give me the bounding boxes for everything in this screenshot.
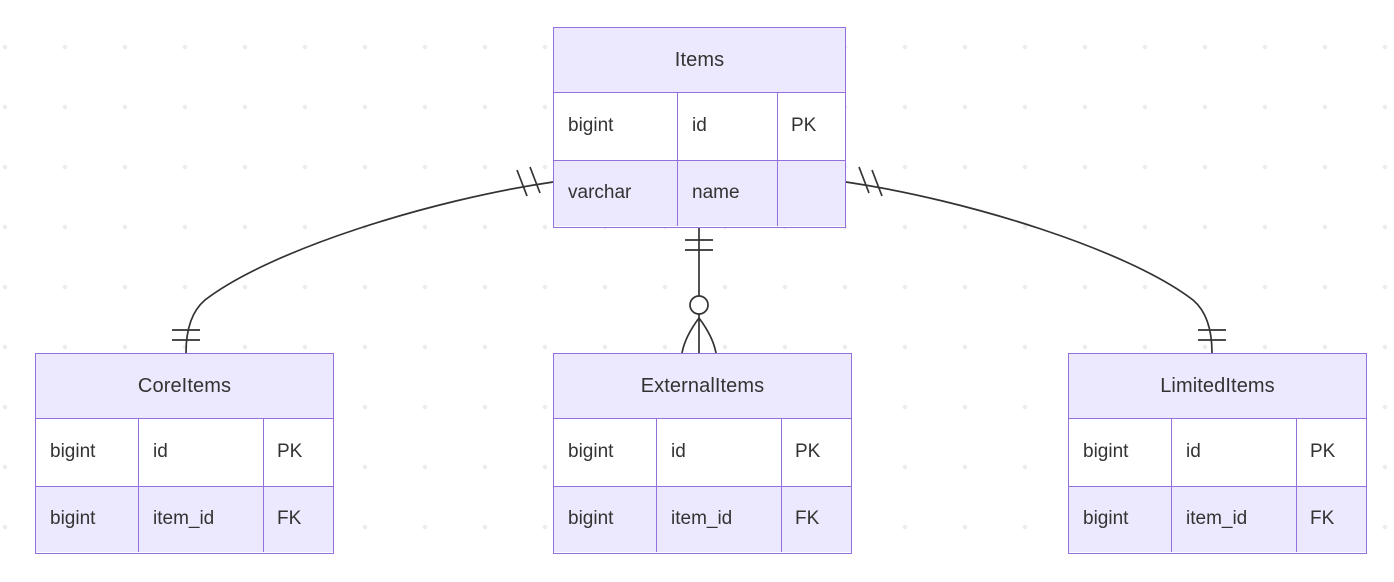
entity-items-attribute-row[interactable]: bigint id PK <box>554 93 845 160</box>
attribute-type: bigint <box>1069 419 1172 486</box>
entity-coreitems[interactable]: CoreItems bigint id PK bigint item_id FK <box>35 353 334 554</box>
entity-coreitems-title: CoreItems <box>36 354 333 419</box>
attribute-key: PK <box>277 441 303 463</box>
entity-limiteditems-title: LimitedItems <box>1069 354 1366 419</box>
attribute-name: id <box>1172 419 1297 486</box>
cardinality-zero-circle-externalitems <box>689 295 709 315</box>
entity-externalitems-attribute-row[interactable]: bigint id PK <box>554 419 851 486</box>
attribute-type: bigint <box>554 419 657 486</box>
attribute-type: varchar <box>554 160 678 226</box>
attribute-name: id <box>139 419 264 486</box>
attribute-key: FK <box>795 508 820 530</box>
cardinality-many-crowsfoot-externalitems <box>681 314 717 354</box>
attribute-name: item_id <box>1172 486 1297 552</box>
entity-coreitems-attribute-row[interactable]: bigint id PK <box>36 419 333 486</box>
cardinality-exactly-one-items-right <box>858 166 883 197</box>
cardinality-exactly-one-items-bottom <box>685 239 713 251</box>
attribute-key: PK <box>791 115 817 137</box>
attribute-type: bigint <box>554 93 678 160</box>
entity-limiteditems[interactable]: LimitedItems bigint id PK bigint item_id… <box>1068 353 1367 554</box>
entity-coreitems-attribute-row[interactable]: bigint item_id FK <box>36 485 333 552</box>
cardinality-exactly-one-items-left <box>516 166 541 197</box>
edge-items-limiteditems <box>845 181 1213 354</box>
attribute-type: bigint <box>36 486 139 552</box>
cardinality-exactly-one-limiteditems <box>1198 329 1226 341</box>
attribute-name: id <box>657 419 782 486</box>
attribute-key: FK <box>1310 508 1335 530</box>
attribute-name: name <box>678 160 778 226</box>
entity-items-title: Items <box>554 28 845 93</box>
attribute-type: bigint <box>554 486 657 552</box>
entity-items-attribute-row[interactable]: varchar name <box>554 159 845 227</box>
attribute-key <box>778 161 843 227</box>
attribute-key: PK <box>795 441 821 463</box>
attribute-key: FK <box>277 508 302 530</box>
entity-items[interactable]: Items bigint id PK varchar name <box>553 27 846 228</box>
entity-limiteditems-attribute-row[interactable]: bigint id PK <box>1069 419 1366 486</box>
entity-externalitems[interactable]: ExternalItems bigint id PK bigint item_i… <box>553 353 852 554</box>
attribute-type: bigint <box>1069 486 1172 552</box>
entity-externalitems-title: ExternalItems <box>554 354 851 419</box>
entity-externalitems-attribute-row[interactable]: bigint item_id FK <box>554 485 851 552</box>
attribute-key: PK <box>1310 441 1336 463</box>
attribute-name: item_id <box>139 486 264 552</box>
attribute-name: item_id <box>657 486 782 552</box>
entity-limiteditems-attribute-row[interactable]: bigint item_id FK <box>1069 485 1366 552</box>
attribute-type: bigint <box>36 419 139 486</box>
edge-items-coreitems <box>185 181 554 354</box>
cardinality-exactly-one-coreitems <box>172 329 200 341</box>
attribute-name: id <box>678 93 778 160</box>
